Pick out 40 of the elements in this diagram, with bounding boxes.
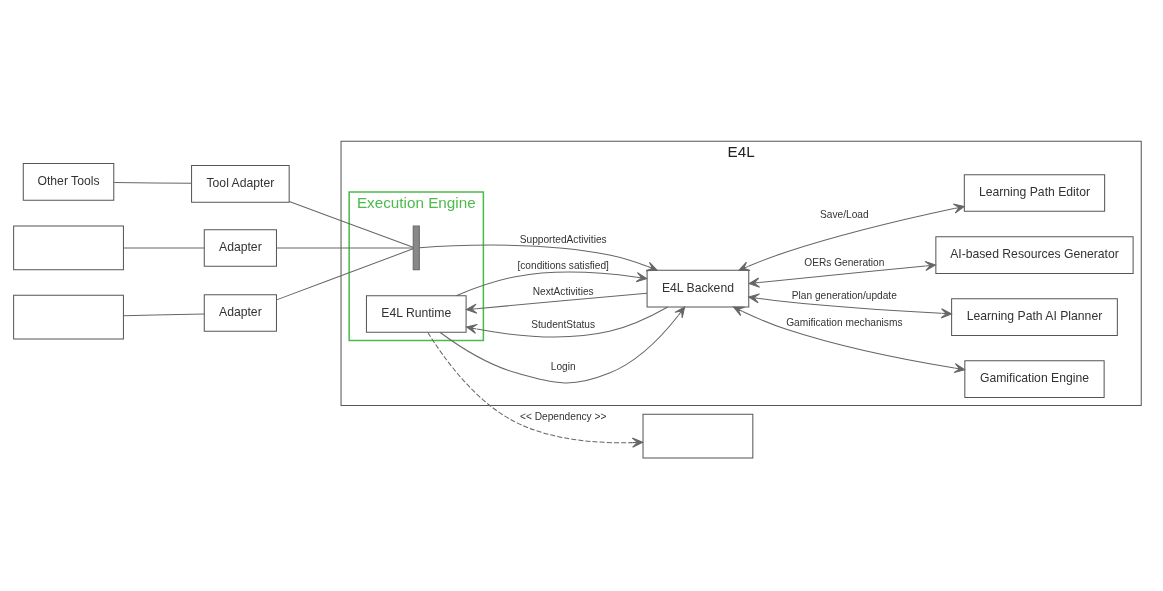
arrow bbox=[465, 306, 669, 338]
node-box bbox=[13, 294, 124, 340]
node-box bbox=[13, 225, 124, 271]
node-box: E4L Backend bbox=[646, 269, 750, 308]
node-box: Adapter bbox=[203, 229, 277, 267]
arrow bbox=[455, 271, 648, 297]
node-box bbox=[642, 413, 754, 459]
edge-label: StudentStatus bbox=[531, 319, 596, 331]
arrow bbox=[465, 292, 648, 314]
connector bbox=[276, 248, 414, 301]
connector bbox=[276, 247, 414, 249]
connector bbox=[123, 313, 205, 317]
arrow bbox=[427, 332, 644, 448]
edge-label: Login bbox=[550, 360, 576, 372]
edge-label: Gamification mechanisms bbox=[786, 317, 903, 329]
arrow bbox=[748, 293, 952, 319]
arrow bbox=[748, 260, 937, 288]
node-box: AI-based Resources Generator bbox=[935, 236, 1134, 274]
arrow bbox=[419, 244, 658, 272]
node-box: Learning Path AI Planner bbox=[951, 298, 1118, 336]
connector bbox=[123, 247, 205, 249]
node-box: Adapter bbox=[203, 294, 277, 332]
edge-label: Save/Load bbox=[820, 209, 869, 221]
node-box: Other Tools bbox=[22, 163, 115, 201]
node-box: Gamification Engine bbox=[964, 360, 1105, 398]
edge-label: NextActivities bbox=[532, 285, 594, 297]
edge-label: OERs Generation bbox=[804, 257, 885, 269]
edge-label: Plan generation/update bbox=[791, 289, 897, 301]
connector bbox=[113, 181, 192, 184]
edge-label: [conditions satisfied] bbox=[517, 260, 609, 272]
node-box: Tool Adapter bbox=[191, 165, 290, 203]
node-box: Learning Path Editor bbox=[963, 174, 1106, 212]
arrow bbox=[439, 306, 686, 384]
edge-label: << Dependency >> bbox=[519, 410, 607, 422]
arrow bbox=[738, 203, 965, 272]
connector bbox=[288, 201, 414, 248]
arrow bbox=[732, 306, 966, 374]
node-box: E4L Runtime bbox=[365, 295, 467, 333]
node-bar bbox=[412, 225, 420, 271]
edge-label: SupportedActivities bbox=[519, 233, 607, 245]
